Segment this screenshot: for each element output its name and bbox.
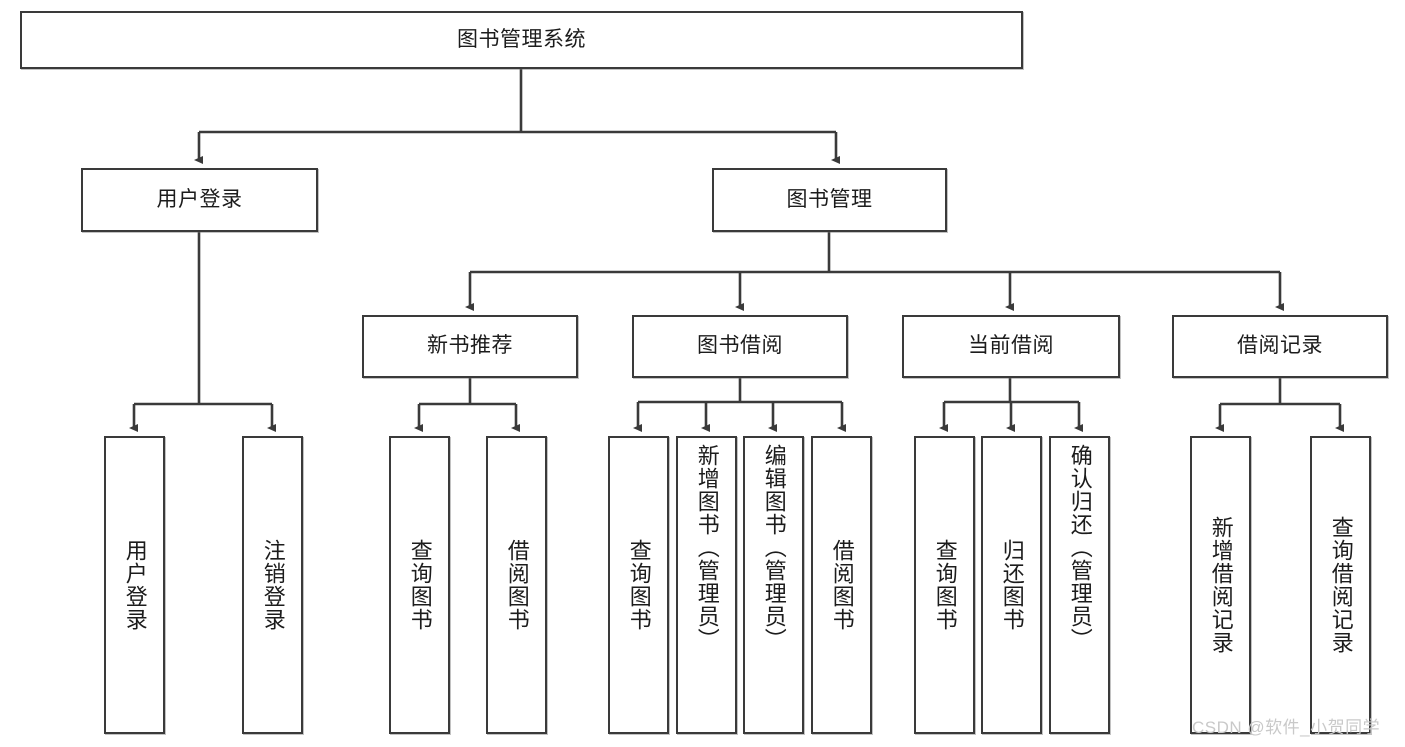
node-label: 借阅图书 — [829, 539, 855, 631]
node-label: 新增借阅记录 — [1208, 516, 1234, 654]
node-label: 图书管理系统 — [457, 27, 586, 51]
node-label: 借阅图书 — [504, 539, 530, 631]
leaf-return-book[interactable]: 归还图书 — [981, 436, 1042, 734]
leaf-logout[interactable]: 注销登录 — [242, 436, 303, 734]
node-label: 用户登录 — [156, 187, 243, 211]
leaf-confirm-return-admin[interactable]: 确认归还（管理员） — [1049, 436, 1110, 734]
node-book-borrow[interactable]: 图书借阅 — [632, 315, 848, 378]
node-label: 查询图书 — [932, 539, 958, 631]
node-current-borrow[interactable]: 当前借阅 — [902, 315, 1120, 378]
leaf-user-login[interactable]: 用户登录 — [104, 436, 165, 734]
node-book-management[interactable]: 图书管理 — [712, 168, 947, 232]
leaf-query-borrow-record[interactable]: 查询借阅记录 — [1310, 436, 1371, 734]
node-label: 确认归还（管理员） — [1067, 444, 1093, 651]
leaf-query-book-recommend[interactable]: 查询图书 — [389, 436, 450, 734]
node-label: 新增图书（管理员） — [694, 444, 720, 651]
node-label: 查询借阅记录 — [1328, 516, 1354, 654]
node-user-login[interactable]: 用户登录 — [81, 168, 318, 232]
node-label: 图书借阅 — [697, 334, 783, 358]
node-system-root[interactable]: 图书管理系统 — [20, 11, 1023, 69]
node-label: 查询图书 — [407, 539, 433, 631]
leaf-edit-book-admin[interactable]: 编辑图书（管理员） — [743, 436, 804, 734]
leaf-add-book-admin[interactable]: 新增图书（管理员） — [676, 436, 737, 734]
node-label: 编辑图书（管理员） — [761, 444, 787, 651]
leaf-query-book-current[interactable]: 查询图书 — [914, 436, 975, 734]
node-label: 归还图书 — [999, 539, 1025, 631]
node-label: 图书管理 — [786, 187, 873, 211]
watermark-text: CSDN @软件_小贺同学 — [1192, 718, 1381, 737]
leaf-add-borrow-record[interactable]: 新增借阅记录 — [1190, 436, 1251, 734]
node-label: 用户登录 — [122, 539, 148, 631]
node-borrow-records[interactable]: 借阅记录 — [1172, 315, 1388, 378]
node-label: 借阅记录 — [1237, 334, 1323, 358]
node-label: 查询图书 — [626, 539, 652, 631]
leaf-borrow-book-recommend[interactable]: 借阅图书 — [486, 436, 547, 734]
node-new-book-recommend[interactable]: 新书推荐 — [362, 315, 578, 378]
node-label: 注销登录 — [260, 539, 286, 631]
node-label: 当前借阅 — [968, 334, 1054, 358]
leaf-borrow-book[interactable]: 借阅图书 — [811, 436, 872, 734]
node-label: 新书推荐 — [427, 334, 513, 358]
leaf-query-book-borrow[interactable]: 查询图书 — [608, 436, 669, 734]
